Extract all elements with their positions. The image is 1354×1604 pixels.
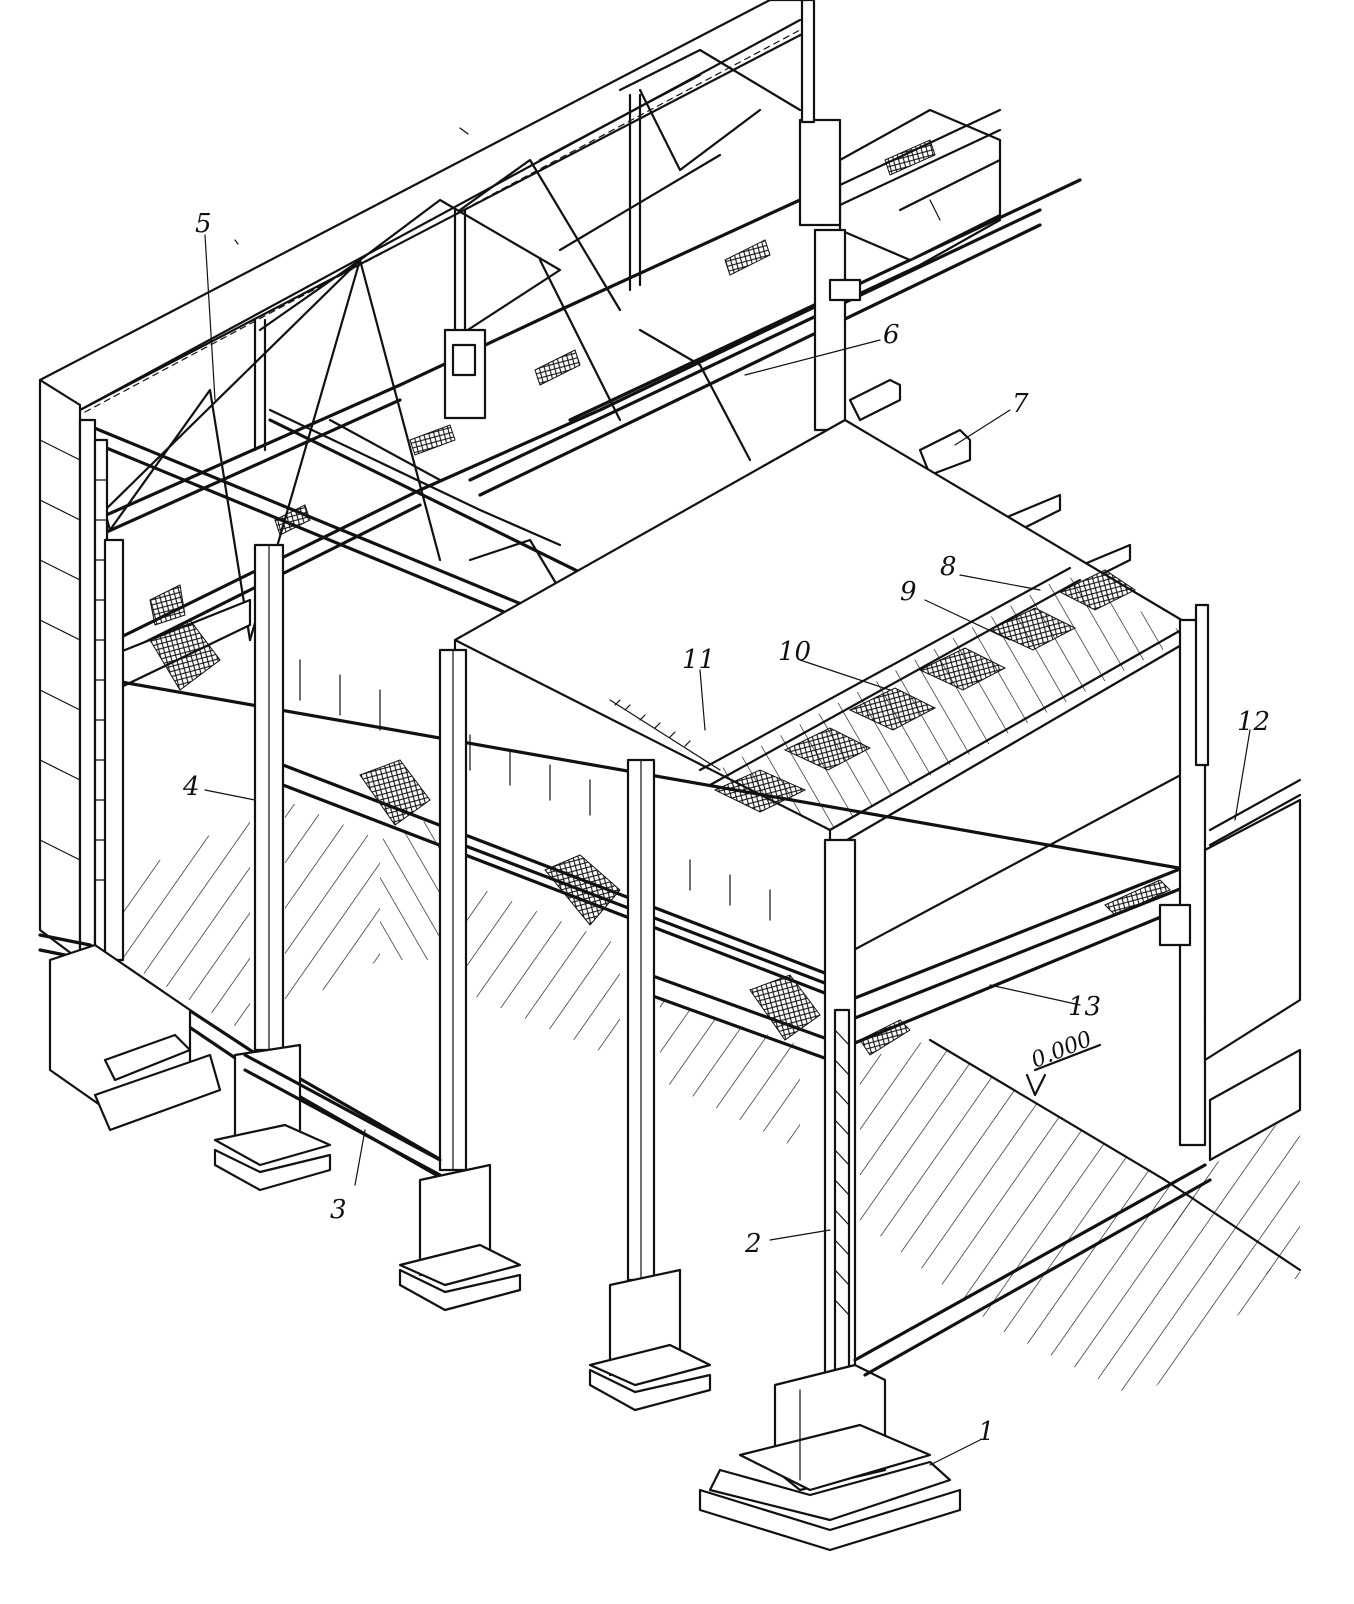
callout-1: 1 — [978, 1417, 995, 1447]
callout-labels: 1 2 3 4 5 6 7 8 9 10 11 12 13 — [182, 209, 1270, 1447]
callout-6: 6 — [883, 320, 900, 350]
callout-11: 11 — [682, 645, 715, 675]
column-e-right — [1158, 603, 1302, 1162]
callout-8: 8 — [940, 552, 957, 582]
leader-lines — [204, 234, 1251, 1466]
column-d-laced — [698, 838, 962, 1552]
elevation-marker: 0.000 — [1025, 1027, 1102, 1097]
elevation-mark-label: 0.000 — [1028, 1027, 1096, 1074]
ground-hatching — [120, 800, 1302, 1400]
callout-10: 10 — [778, 637, 811, 667]
callout-3: 3 — [330, 1195, 347, 1225]
callout-4: 4 — [182, 772, 200, 802]
callout-13: 13 — [1068, 992, 1101, 1022]
callout-7: 7 — [1012, 389, 1029, 419]
wall-mesh-patches — [149, 139, 1171, 1056]
front-tie-beam — [243, 1053, 442, 1177]
callout-12: 12 — [1237, 707, 1270, 737]
inclined-strut — [853, 1163, 1212, 1377]
column-c — [588, 758, 712, 1412]
callout-2: 2 — [744, 1229, 762, 1259]
upper-columns — [443, 0, 862, 432]
upper-wall-panel — [38, 0, 812, 413]
callout-5: 5 — [195, 209, 212, 239]
deck-mesh-pads — [713, 569, 1136, 813]
callout-9: 9 — [900, 577, 917, 607]
column-a — [213, 543, 332, 1192]
left-wall — [38, 378, 125, 962]
column-b — [398, 648, 522, 1312]
